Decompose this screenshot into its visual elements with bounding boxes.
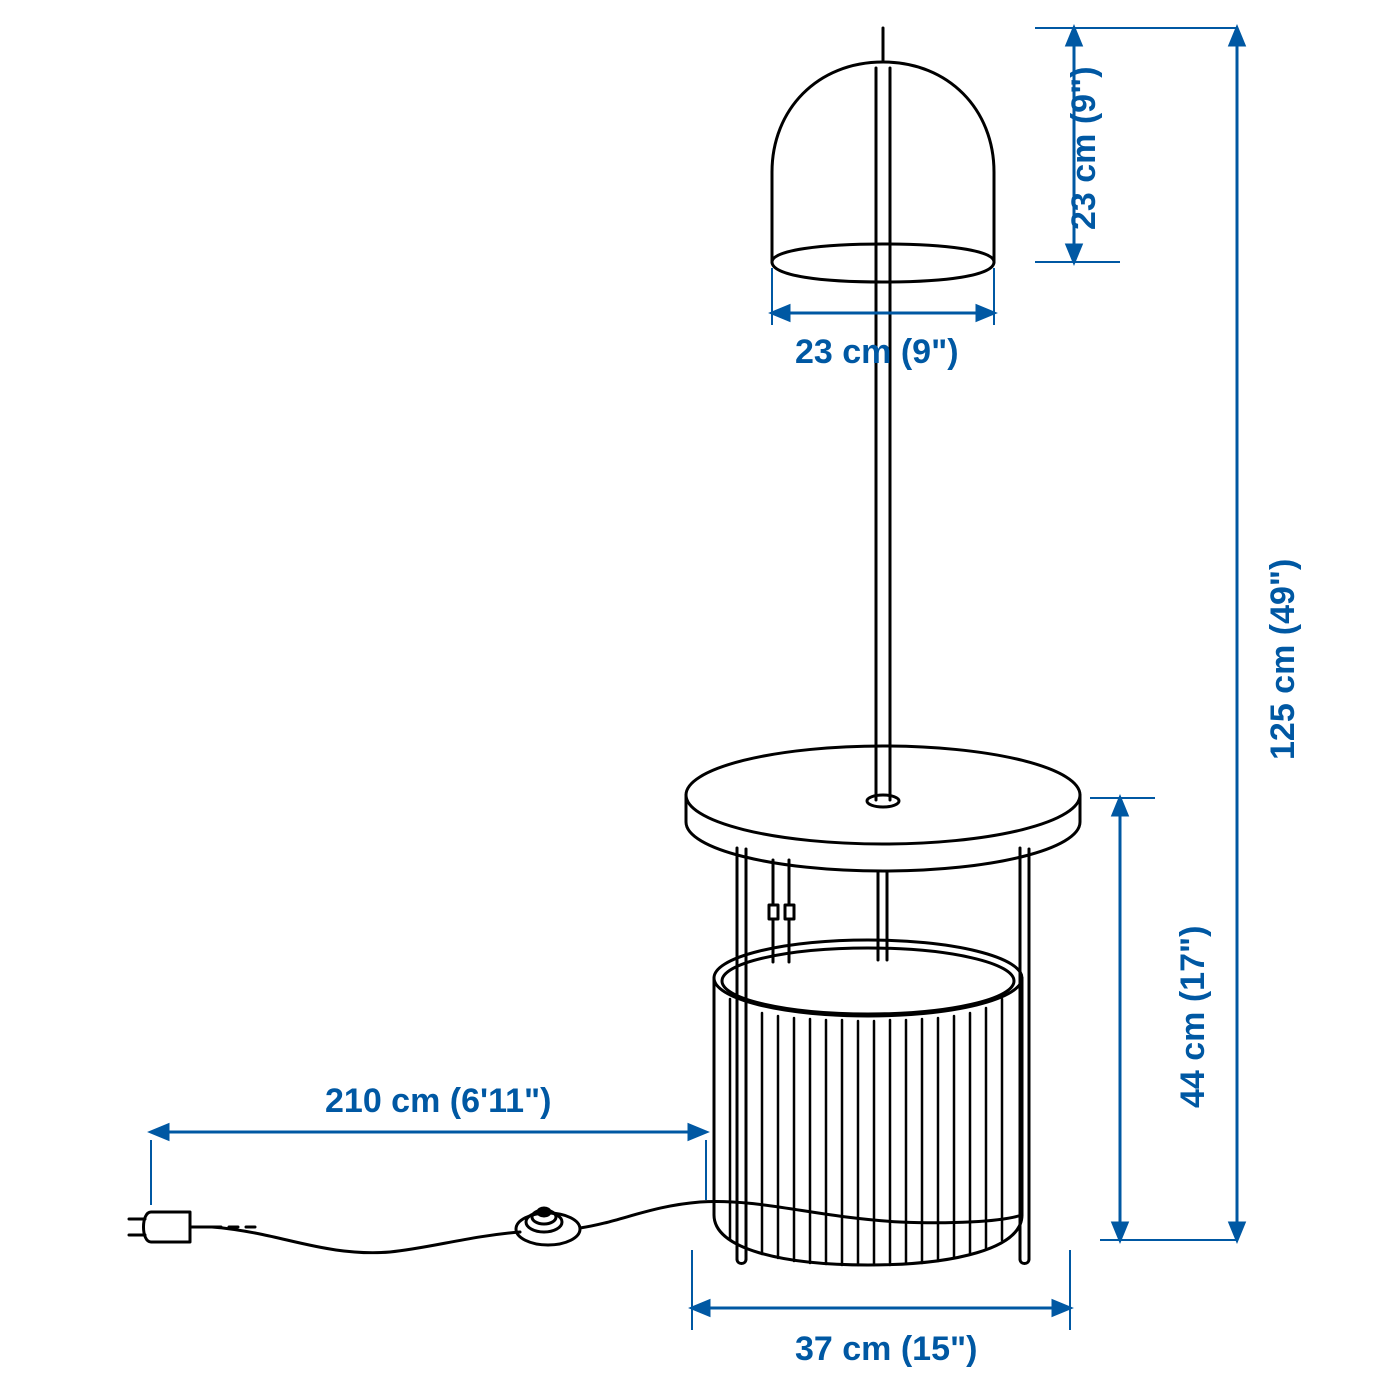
arrow-shade-width-left bbox=[768, 303, 791, 323]
arrow-shade-height-top bbox=[1064, 24, 1084, 47]
dimension-label-shade-height: 23 cm (9") bbox=[1065, 66, 1103, 230]
basket-rim-inner bbox=[720, 946, 1016, 1016]
dimension-label-table-height: 44 cm (17") bbox=[1174, 925, 1212, 1108]
basket-bottom-back bbox=[714, 1165, 1022, 1215]
dimension-label-total-height: 125 cm (49") bbox=[1264, 558, 1302, 760]
shade-bottom-back bbox=[770, 242, 996, 264]
arrow-table-height-bottom bbox=[1110, 1221, 1130, 1244]
foot-switch-button-inner bbox=[530, 1208, 558, 1226]
power-cord-right bbox=[578, 1200, 1024, 1230]
dimension-lines bbox=[147, 24, 1247, 1330]
table-top-edge bbox=[684, 793, 1082, 873]
shade-bottom-front bbox=[770, 260, 996, 284]
arrow-diameter-right bbox=[1051, 1298, 1074, 1318]
basket-slats bbox=[728, 997, 1004, 1267]
lamp-outline bbox=[127, 26, 1082, 1267]
leg-front-right-foot bbox=[1018, 1257, 1031, 1265]
cord-toggle-right bbox=[783, 903, 796, 921]
dimension-label-table-diameter: 37 cm (15") bbox=[795, 1330, 978, 1368]
arrow-total-height-bottom bbox=[1227, 1221, 1247, 1244]
foot-switch-button-outer bbox=[524, 1210, 564, 1234]
arrow-cord-left bbox=[147, 1122, 170, 1142]
leg-front-left-foot bbox=[735, 1257, 748, 1265]
cord-toggle-left bbox=[767, 903, 780, 921]
arrow-total-height-top bbox=[1227, 24, 1247, 47]
arrow-diameter-left bbox=[688, 1298, 711, 1318]
arrow-shade-width-right bbox=[975, 303, 998, 323]
dimension-label-cord-length: 210 cm (6'11") bbox=[325, 1082, 552, 1120]
shade-dome bbox=[770, 60, 996, 264]
arrow-shade-height-bottom bbox=[1064, 243, 1084, 266]
plug-body bbox=[142, 1210, 192, 1244]
foot-switch-button-top bbox=[536, 1206, 552, 1218]
arrow-table-height-top bbox=[1110, 794, 1130, 817]
pole-collar bbox=[865, 793, 901, 809]
dimension-label-shade-width: 23 cm (9") bbox=[795, 333, 959, 371]
basket-body bbox=[712, 976, 1024, 1267]
power-cord-left bbox=[210, 1225, 522, 1255]
arrow-cord-right bbox=[687, 1122, 710, 1142]
foot-switch-body bbox=[514, 1211, 582, 1247]
